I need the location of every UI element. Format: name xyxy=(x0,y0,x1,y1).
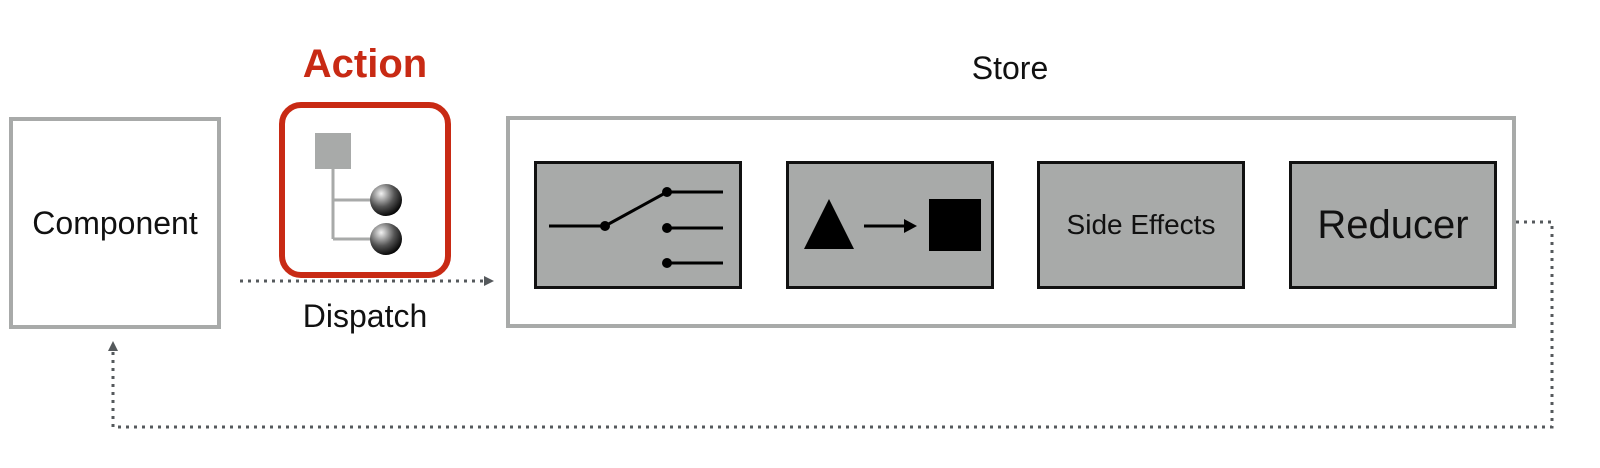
reducer-label: Reducer xyxy=(1317,202,1469,247)
stage-transform xyxy=(786,161,994,289)
stage-reducer: Reducer xyxy=(1289,161,1497,289)
feedback-loop-arrow xyxy=(108,220,1554,429)
action-box xyxy=(279,102,451,278)
triangle-to-square-icon xyxy=(804,199,981,251)
stage-switch xyxy=(534,161,742,289)
action-title: Action xyxy=(302,42,428,86)
store-title: Store xyxy=(971,50,1049,86)
side-effects-label: Side Effects xyxy=(1066,209,1216,240)
switch-icon xyxy=(549,187,723,268)
stage-side-effects: Side Effects xyxy=(1037,161,1245,289)
dispatch-label: Dispatch xyxy=(302,298,428,334)
component-box: Component xyxy=(9,117,221,329)
component-label: Component xyxy=(32,204,198,241)
action-tree-icon xyxy=(315,133,402,255)
